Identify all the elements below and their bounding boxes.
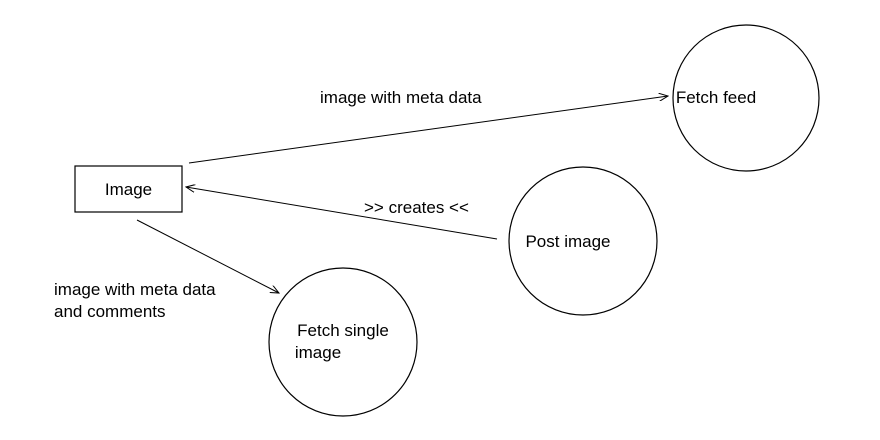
- edge-post-image-to-image: >> creates <<: [186, 187, 498, 240]
- post-image-node[interactable]: Post image: [508, 166, 658, 316]
- edge-image-to-fetch-feed-label: image with meta data: [320, 88, 482, 107]
- edge-image-to-fetch-single: image with meta data and comments: [54, 219, 279, 321]
- fetch-feed-label: Fetch feed: [676, 88, 756, 107]
- image-node-box: [74, 165, 183, 213]
- fetch-single-image-circle: [268, 267, 418, 417]
- edge-post-image-to-image-label: >> creates <<: [364, 198, 469, 217]
- edge-image-to-fetch-single-label-line1: image with meta data: [54, 280, 216, 299]
- post-image-label: Post image: [525, 232, 610, 251]
- post-image-circle: [508, 166, 658, 316]
- fetch-single-image-node[interactable]: Fetch single image: [268, 267, 418, 417]
- edge-image-to-fetch-single-arrow: [136, 219, 279, 293]
- edge-image-to-fetch-feed: image with meta data: [188, 88, 668, 164]
- fetch-single-image-label-line1: Fetch single: [297, 321, 389, 340]
- edge-post-image-to-image-arrow: [186, 187, 498, 240]
- edge-image-to-fetch-feed-arrow: [188, 96, 668, 164]
- image-node-label: Image: [105, 180, 152, 199]
- fetch-feed-circle: [672, 24, 820, 172]
- edge-image-to-fetch-single-label-line2: and comments: [54, 302, 166, 321]
- fetch-single-image-label-line2: image: [295, 343, 341, 362]
- image-node[interactable]: Image: [74, 165, 183, 213]
- fetch-feed-node[interactable]: Fetch feed: [672, 24, 820, 172]
